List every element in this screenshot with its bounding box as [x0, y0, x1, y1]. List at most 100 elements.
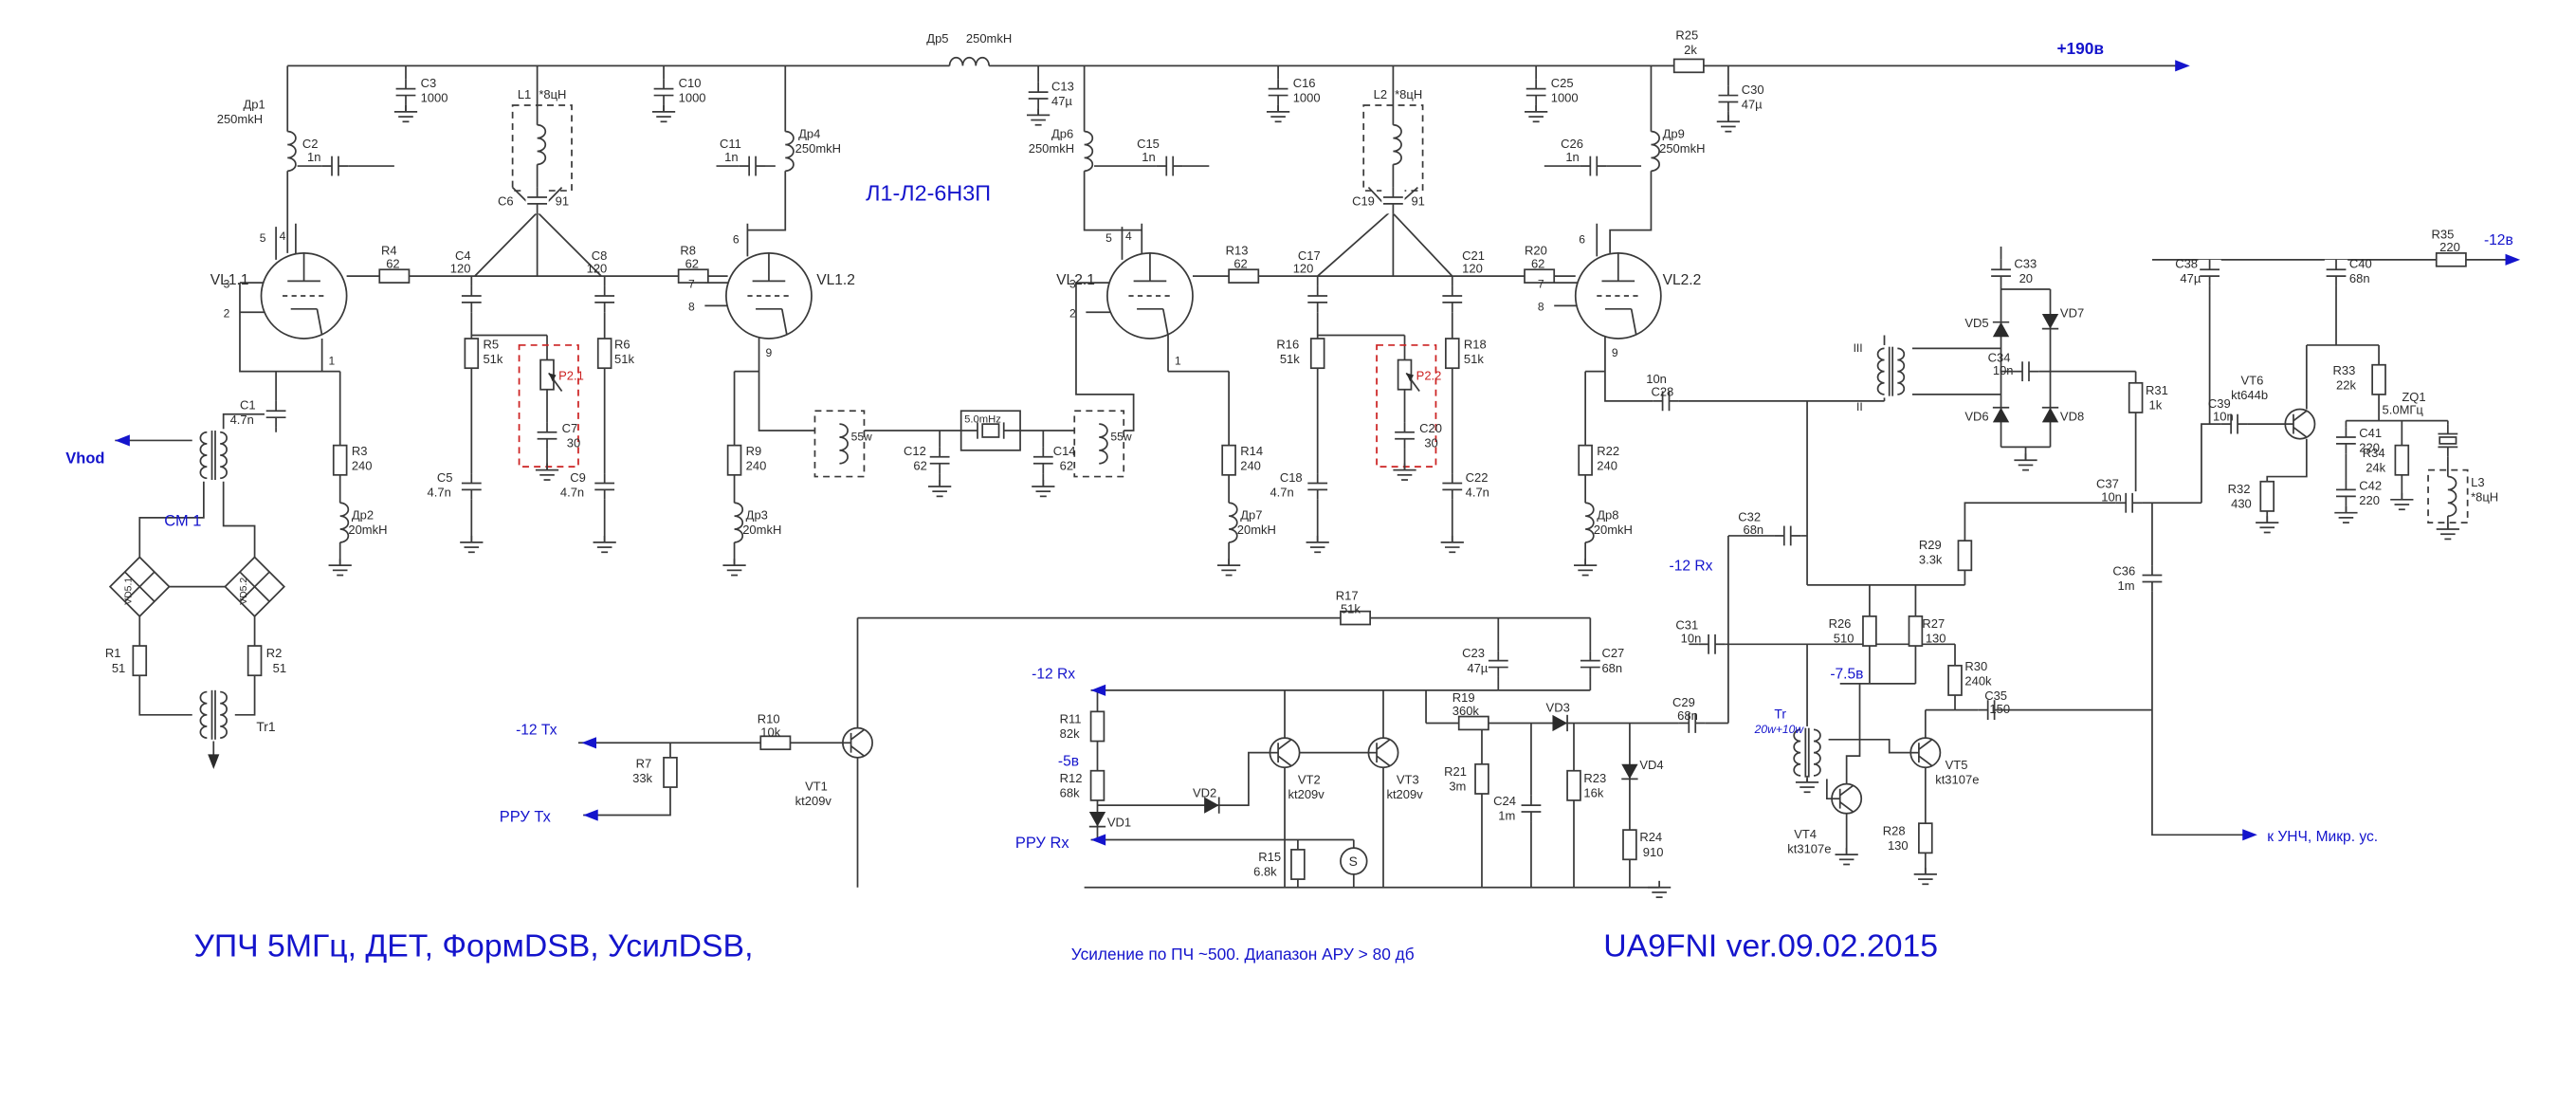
label-C36-ref: C36: [2112, 564, 2135, 578]
text-pin-vl11-2: 2: [224, 306, 230, 320]
C29: [1678, 711, 1706, 735]
label-Dr1-val: 250mkH: [217, 112, 263, 126]
label-C5-val: 4.7n: [428, 485, 451, 499]
label-C17-ref: C17: [1298, 248, 1321, 263]
label-R28-ref: R28: [1883, 823, 1906, 837]
label-R13-val: 62: [1233, 256, 1247, 270]
label-R31-val: 1k: [2148, 398, 2162, 413]
label-VL12-ref: VL1.2: [816, 272, 855, 288]
label-R25-ref: R25: [1675, 28, 1698, 43]
C18: [1306, 473, 1329, 500]
text-pin-vl21-2: 2: [1069, 306, 1076, 320]
label-R27-ref: R27: [1922, 616, 1945, 631]
label-Dr9-val: 250mkH: [1659, 141, 1705, 156]
VD7: [2041, 314, 2059, 330]
label-R29-ref: R29: [1919, 538, 1942, 552]
label-C28-val: C28: [1651, 385, 1673, 399]
label-C31-val: 10n: [1681, 632, 1702, 646]
text-net-rrutx: РРУ Тх: [500, 808, 552, 825]
label-VD5-ref: VD5: [1964, 316, 1988, 330]
label-C4-val: 120: [450, 262, 471, 276]
label-VD4-ref: VD4: [1639, 758, 1663, 772]
arrow-tr1: [208, 754, 220, 769]
R34: [2394, 444, 2410, 476]
arrow-m12rx: [1090, 684, 1106, 696]
C32: [1774, 523, 1801, 548]
text-pin-vl21-3: 3: [1069, 277, 1076, 290]
label-C30-val: 47µ: [1742, 97, 1763, 111]
R4: [378, 268, 411, 284]
label-C25-val: 1000: [1551, 90, 1579, 104]
label-R21-ref: R21: [1444, 764, 1467, 779]
text-pin-vl11-3: 3: [224, 277, 230, 290]
text-net-m75v: -7.5в: [1830, 667, 1863, 683]
text-pin-vl12-7: 7: [688, 277, 695, 290]
label-R32-val: 430: [2231, 496, 2252, 510]
VD6: [1992, 406, 2010, 423]
label-C11-ref: C11: [720, 137, 741, 151]
label-C21-val: 120: [1462, 262, 1483, 276]
R15: [1290, 849, 1306, 880]
ZQ1: [2434, 424, 2461, 457]
text-label-trw: 20w+10w: [1754, 723, 1805, 736]
R18: [1444, 338, 1460, 370]
R35: [2435, 252, 2467, 267]
label-ZQ1-val: 5.0МГц: [2383, 403, 2424, 417]
label-VL22-ref: VL2.2: [1663, 272, 1702, 288]
label-Dr7-ref: Др7: [1240, 508, 1262, 523]
label-R21-val: 3m: [1449, 780, 1466, 794]
SD: [1340, 847, 1368, 875]
text-pin-vl22-7: 7: [1538, 277, 1544, 290]
label-R20-val: 62: [1531, 256, 1544, 270]
C35: [1978, 698, 2004, 722]
BR2: [224, 556, 285, 618]
R16: [1309, 338, 1325, 370]
L2: [1383, 123, 1403, 166]
text-label-vd51: VD5.1: [124, 578, 135, 605]
label-C2-ref: C2: [302, 137, 319, 151]
label-R11-val: 82k: [1060, 726, 1080, 741]
label-C40-ref: C40: [2349, 256, 2372, 270]
label-Dr4-ref: Др4: [798, 127, 820, 141]
label-R24-val: 910: [1643, 845, 1664, 859]
label-C2-val: 1n: [307, 150, 320, 164]
gnd-6: [1716, 115, 1741, 133]
label-C42-val: 220: [2359, 493, 2380, 507]
VL11: [260, 252, 348, 340]
label-L3-val: *8цН: [2471, 490, 2498, 505]
TRm: [1785, 725, 1829, 780]
gnd-1: [393, 104, 418, 123]
label-C26-val: 1n: [1565, 150, 1579, 164]
R9: [726, 444, 742, 476]
label-C42-ref: C42: [2359, 478, 2382, 492]
LF1: [830, 423, 850, 465]
label-R34-ref: R34: [2363, 446, 2385, 460]
arrow-rrurx: [1090, 834, 1106, 846]
text-net-m12tx: -12 Тх: [516, 723, 557, 739]
label-Dr1-ref: Др1: [243, 97, 265, 111]
label-C37-ref: C37: [2096, 477, 2119, 491]
label-C28-ref: 10n: [1646, 372, 1667, 386]
label-VL21-ref: VL2.1: [1056, 272, 1095, 288]
label-C13-ref: C13: [1051, 79, 1074, 93]
label-C19-val: 91: [1411, 194, 1424, 209]
label-R1-val: 51: [112, 661, 125, 675]
label-VD6-ref: VD6: [1964, 410, 1988, 424]
label-C19-ref: C19: [1352, 194, 1375, 209]
label-L2-ref: L2: [1374, 87, 1387, 101]
label-C24-ref: C24: [1493, 794, 1516, 808]
VT6: [2284, 408, 2316, 440]
C4: [460, 285, 484, 313]
gnd-13: [1032, 480, 1055, 498]
text-pin-vl21-5: 5: [1105, 231, 1112, 245]
label-VD1-ref: VD1: [1107, 816, 1131, 830]
label-R23-ref: R23: [1583, 771, 1606, 785]
label-C8-ref: C8: [592, 248, 608, 263]
text-net-m12v: -12в: [2484, 232, 2513, 248]
VT3: [1367, 737, 1399, 769]
label-Dr5-val: 250mkH: [966, 31, 1012, 46]
label-C16-val: 1000: [1293, 90, 1321, 104]
XT1: [959, 410, 1021, 451]
C19: [1381, 187, 1405, 214]
label-R5-val: 51k: [483, 352, 502, 366]
